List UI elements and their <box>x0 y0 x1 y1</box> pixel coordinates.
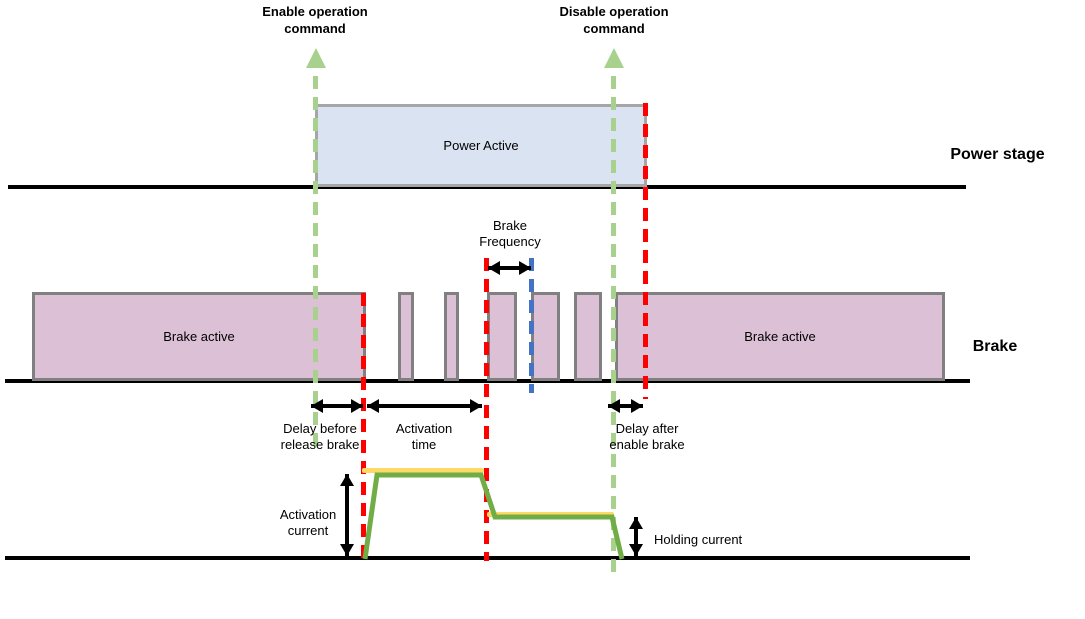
activation-time-arrow-icon <box>367 399 482 413</box>
power-stage-baseline <box>8 185 966 189</box>
delay-after-enable-brake-label: Delay after enable brake <box>609 421 685 452</box>
enable-command-arrow-up-icon <box>306 48 326 68</box>
delay-before-arrow-icon <box>311 399 363 413</box>
power-active-box: Power Active <box>315 104 647 187</box>
activation-end-dashed-line <box>484 258 489 561</box>
brake-axis-label: Brake <box>972 338 1018 355</box>
power-stage-axis-label: Power stage <box>950 146 1045 163</box>
brake-frequency-dashed-line <box>529 258 534 393</box>
brake-pulse <box>574 292 602 381</box>
enable-operation-command-label: Enable operation command <box>262 4 368 36</box>
activation-current-arrow-icon <box>340 474 354 556</box>
brake-release-dashed-line <box>361 293 366 561</box>
current-waveform-green-line <box>362 472 625 560</box>
brake-pulse <box>398 292 414 381</box>
current-waveform <box>362 472 625 560</box>
brake-frequency-label: Brake Frequency <box>479 218 541 249</box>
brake-active-right-box: Brake active <box>615 292 945 381</box>
brake-pulse <box>531 292 560 381</box>
power-active-label: Power Active <box>443 138 519 153</box>
disable-operation-command-label: Disable operation command <box>559 4 669 36</box>
holding-current-label: Holding current <box>654 532 743 547</box>
disable-command-dashed-line <box>611 76 616 578</box>
activation-current-yellow-line <box>362 468 484 473</box>
holding-current-arrow-icon <box>629 517 643 556</box>
disable-command-arrow-up-icon <box>604 48 624 68</box>
brake-active-left-label: Brake active <box>163 329 235 344</box>
power-off-dashed-line <box>643 103 648 399</box>
brake-frequency-arrow-icon <box>488 261 531 275</box>
delay-after-arrow-icon <box>608 399 643 413</box>
brake-active-left-box: Brake active <box>32 292 366 381</box>
activation-time-label: Activation time <box>395 421 453 452</box>
delay-before-release-brake-label: Delay before release brake <box>280 421 360 452</box>
enable-command-dashed-line <box>313 76 318 447</box>
brake-pulse <box>487 292 517 381</box>
activation-current-label: Activation current <box>279 507 337 538</box>
brake-pulse <box>444 292 459 381</box>
brake-active-right-label: Brake active <box>744 329 816 344</box>
